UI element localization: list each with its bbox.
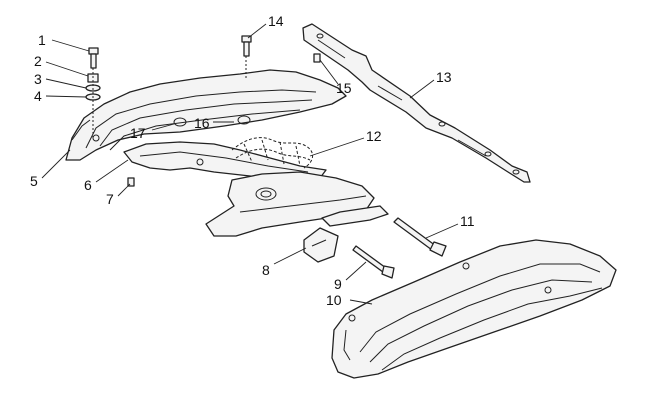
callout-7: 7 [106, 191, 114, 207]
callout-16: 16 [194, 115, 210, 131]
leader-lines [41, 23, 459, 305]
callout-1: 1 [38, 32, 46, 48]
part-10-lower-fender [331, 239, 617, 379]
part-1-bolt [88, 47, 99, 69]
callout-10: 10 [326, 292, 342, 308]
part-14-bolt [241, 35, 252, 80]
callout-17: 17 [130, 125, 146, 141]
callout-3: 3 [34, 71, 42, 87]
part-7-screw [127, 177, 135, 187]
callout-6: 6 [84, 177, 92, 193]
callout-8: 8 [262, 262, 270, 278]
callout-14: 14 [268, 13, 284, 29]
part-13-bracket [302, 23, 531, 183]
callout-labels: 1 2 3 4 5 6 7 8 9 10 11 12 13 14 15 16 1… [30, 13, 475, 308]
callout-5: 5 [30, 173, 38, 189]
part-15-clip [313, 53, 321, 63]
callout-11: 11 [460, 213, 475, 229]
part-5-upper-fender [65, 69, 347, 161]
part-middle-tray [205, 171, 375, 237]
part-12-harness [231, 137, 313, 169]
part-11-bolt [393, 217, 447, 257]
callout-9: 9 [334, 276, 342, 292]
callout-12: 12 [366, 128, 382, 144]
callout-13: 13 [436, 69, 452, 85]
callout-4: 4 [34, 88, 42, 104]
callout-15: 15 [336, 80, 352, 96]
callout-2: 2 [34, 53, 42, 69]
part-8-plate [303, 205, 389, 263]
part-9-bolt [352, 245, 395, 279]
